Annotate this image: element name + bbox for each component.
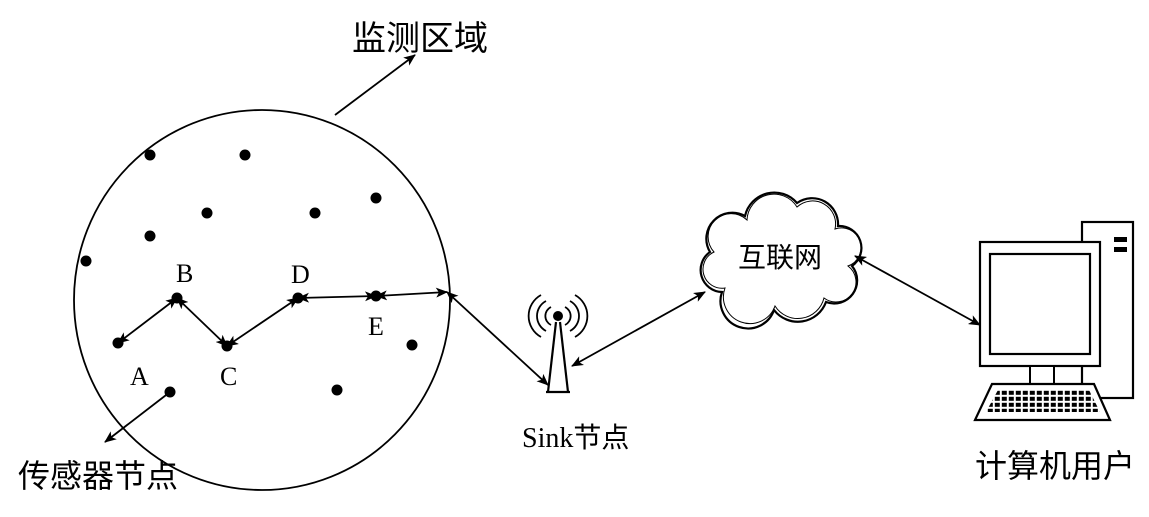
- region-label: 监测区域: [352, 19, 488, 59]
- monitor-screen: [988, 252, 1092, 356]
- sensor-node: [201, 207, 213, 219]
- radio-wave-right-1: [564, 306, 572, 326]
- node-label-d: D: [291, 260, 310, 289]
- antenna-tip: [553, 311, 563, 321]
- link-b-c: [176, 297, 228, 347]
- node-label-c: C: [220, 362, 237, 391]
- node-label-e: E: [368, 312, 384, 341]
- radio-wave-right-3: [574, 294, 589, 338]
- cloud-inner-outline: [702, 193, 862, 325]
- node-label-a: A: [130, 362, 149, 391]
- sensor-node: [406, 339, 418, 351]
- tower-slot-1: [1114, 237, 1127, 242]
- tower-slot-2: [1114, 247, 1127, 252]
- link-sink-internet: [571, 291, 706, 367]
- link-c-d: [226, 297, 299, 347]
- computer-icon: [973, 220, 1135, 422]
- user-label: 计算机用户: [975, 447, 1135, 485]
- sensor-label: 传感器节点: [18, 457, 178, 495]
- link-region-sink: [446, 291, 549, 386]
- routing-path: [117, 287, 448, 347]
- sensor-node: [239, 149, 251, 161]
- monitor-stand: [1029, 365, 1055, 385]
- node-label-b: B: [176, 259, 193, 288]
- sensor-node: [144, 230, 156, 242]
- sensor-node: [309, 207, 321, 219]
- link-a-b: [117, 297, 178, 344]
- monitoring-region-circle: [73, 109, 451, 491]
- radio-wave-left-2: [536, 300, 547, 332]
- sensor-label-arrow: [104, 391, 171, 443]
- sensor-node: [80, 255, 92, 267]
- region-label-arrow: [334, 54, 416, 116]
- internet-cloud-icon: [699, 191, 863, 330]
- antenna-leg-right: [558, 321, 570, 393]
- sink-antenna-icon: [527, 294, 589, 394]
- link-d-e: [297, 291, 377, 303]
- sensor-node: [144, 149, 156, 161]
- sink-label: Sink节点: [522, 422, 629, 454]
- link-internet-computer: [854, 255, 981, 326]
- sensor-nodes: [80, 149, 418, 398]
- sensor-node: [370, 192, 382, 204]
- link-e-edge: [375, 287, 448, 301]
- keyboard-keys: [986, 390, 1100, 412]
- cloud-outline: [699, 191, 863, 330]
- antenna-leg-left: [546, 321, 558, 393]
- sensor-node: [331, 384, 343, 396]
- radio-wave-left-1: [544, 306, 552, 326]
- internet-label: 互联网: [738, 241, 822, 274]
- radio-wave-left-3: [527, 294, 542, 338]
